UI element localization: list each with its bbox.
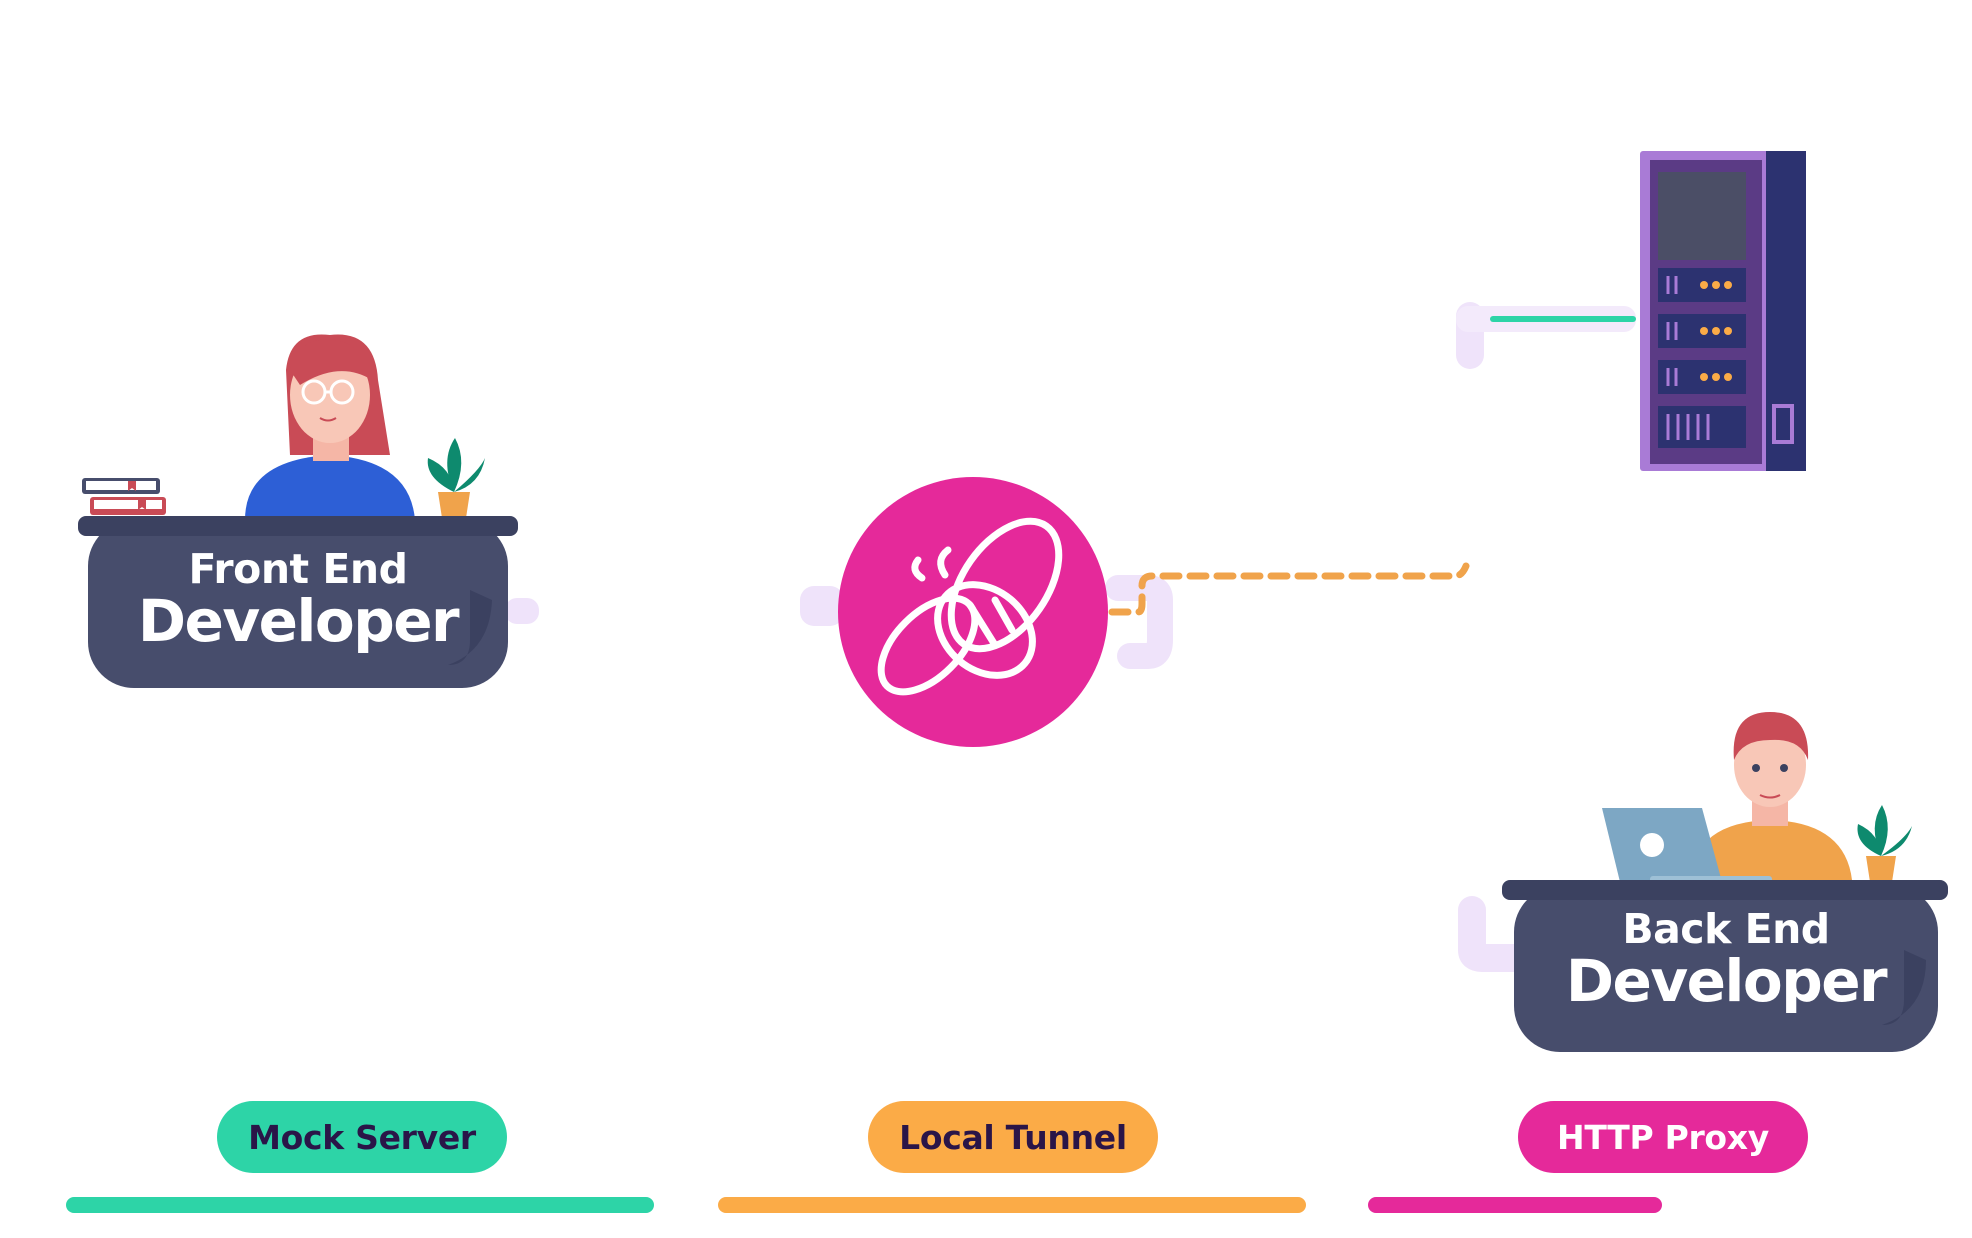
frontend-title-line2: Developer xyxy=(137,587,460,655)
bee-icon xyxy=(877,517,1063,696)
man-with-laptop-icon xyxy=(1602,712,1852,884)
connector-hub-to-right xyxy=(1105,575,1173,669)
mock-server-pill[interactable]: Mock Server xyxy=(217,1101,507,1173)
bee-hub xyxy=(838,477,1108,747)
backend-developer-desk xyxy=(1502,712,1948,1052)
backend-desk-title: Back End Developer xyxy=(1514,906,1938,1010)
local-tunnel-progress-bar xyxy=(718,1197,1306,1213)
http-proxy-progress-bar xyxy=(1368,1197,1662,1213)
http-proxy-label: HTTP Proxy xyxy=(1557,1117,1769,1157)
plant-icon xyxy=(427,438,485,518)
frontend-title-line1: Front End xyxy=(188,545,408,593)
connector-to-server xyxy=(1456,302,1636,369)
plant-icon xyxy=(1857,805,1912,882)
connector-to-backend xyxy=(1458,896,1534,972)
frontend-developer-desk xyxy=(78,334,518,688)
books-icon xyxy=(82,478,166,515)
connector-frontend-to-hub xyxy=(505,586,844,626)
local-tunnel-label: Local Tunnel xyxy=(899,1117,1127,1157)
woman-with-glasses-icon xyxy=(245,334,415,520)
mock-server-progress-bar xyxy=(66,1197,654,1213)
frontend-desk-title: Front End Developer xyxy=(88,546,508,650)
server-rack-icon xyxy=(1640,151,1806,471)
backend-title-line2: Developer xyxy=(1565,947,1888,1015)
backend-title-line1: Back End xyxy=(1622,905,1830,953)
local-tunnel-pill[interactable]: Local Tunnel xyxy=(868,1101,1158,1173)
http-proxy-pill[interactable]: HTTP Proxy xyxy=(1518,1101,1808,1173)
tunnel-dashed-line xyxy=(1108,562,1470,616)
mock-server-label: Mock Server xyxy=(248,1117,476,1157)
